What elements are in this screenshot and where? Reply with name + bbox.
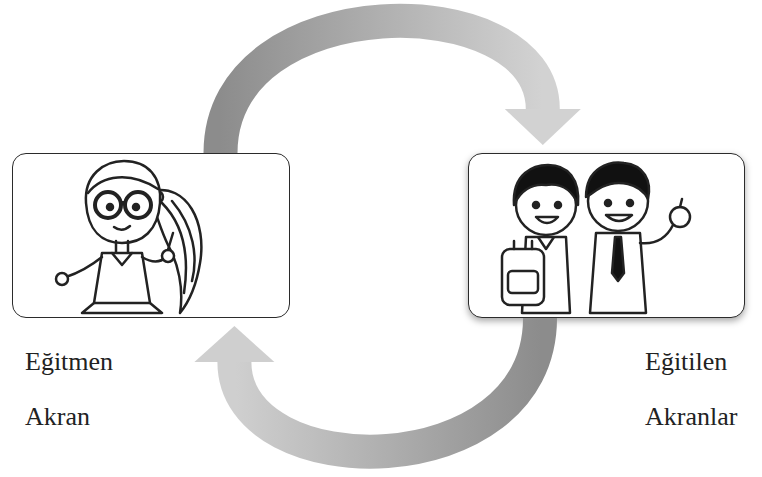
line-art [502,249,544,305]
line-art [162,250,174,262]
line-art [612,237,624,281]
arrow-head [505,109,581,145]
line-art [538,237,554,249]
line-art [107,204,113,210]
line-art [114,226,130,230]
line-art [627,200,633,206]
line-art [95,192,121,218]
curved-arrow [194,318,540,452]
line-art [606,215,632,221]
line-art [590,233,646,313]
line-art [125,192,151,218]
line-art [555,202,561,208]
line-art [121,201,125,205]
arrow-band [234,318,540,452]
node-label: Eğitmen Akran [25,334,145,444]
line-art [536,217,558,223]
line-art [533,202,539,208]
node-label: Eğitilen Akranlar [645,334,762,444]
line-art [94,302,150,305]
kids-illustration [468,153,745,318]
line-art [508,271,538,293]
arrow-head [194,326,274,362]
curved-arrow [221,21,581,153]
arrow-band [221,21,543,153]
line-art [86,161,160,243]
line-art [605,200,611,206]
girl-illustration [12,153,290,318]
line-art [133,204,139,210]
line-art [88,177,158,193]
line-art [112,253,132,265]
line-art [56,273,68,285]
line-art [670,207,690,227]
